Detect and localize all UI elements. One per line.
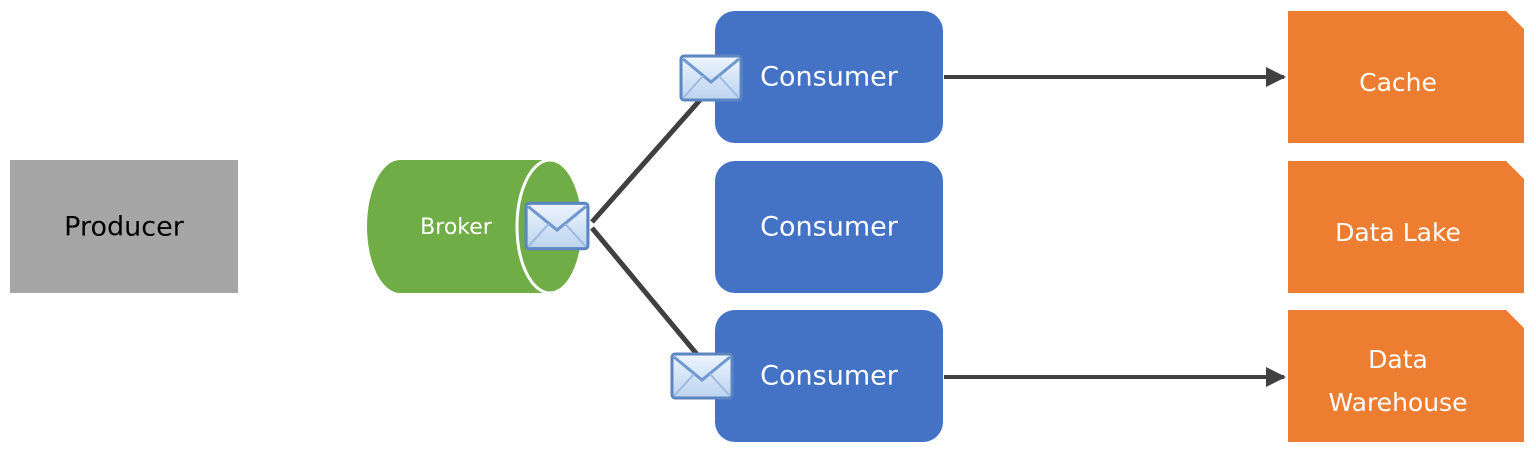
producer-node: Producer (10, 160, 238, 293)
broker-to-consumer-3-line (590, 226, 702, 360)
envelope-icon (679, 54, 743, 102)
consumer-label: Consumer (760, 212, 899, 243)
consumer-node-2: Consumer (715, 161, 943, 293)
producer-label: Producer (64, 212, 185, 243)
destination-cache: Cache (1288, 11, 1524, 143)
consumer-label: Consumer (760, 62, 899, 93)
consumer-node-3: Consumer (715, 310, 943, 442)
broker-node: Broker (367, 158, 585, 295)
broker-label: Broker (420, 215, 493, 240)
destination-label-data-warehouse-line1: Data (1368, 345, 1428, 374)
consumer-label: Consumer (760, 361, 899, 392)
envelope-icon (524, 201, 590, 251)
envelope-icon (670, 352, 734, 400)
destination-data-warehouse: Data Warehouse (1288, 310, 1524, 442)
broker-to-consumer-1-line (590, 98, 702, 224)
destination-label-data-lake: Data Lake (1335, 218, 1461, 247)
destination-label-cache: Cache (1359, 68, 1437, 97)
destination-data-lake: Data Lake (1288, 161, 1524, 293)
destination-label-data-warehouse-line2: Warehouse (1329, 388, 1468, 417)
consumer-node-1: Consumer (715, 11, 943, 143)
